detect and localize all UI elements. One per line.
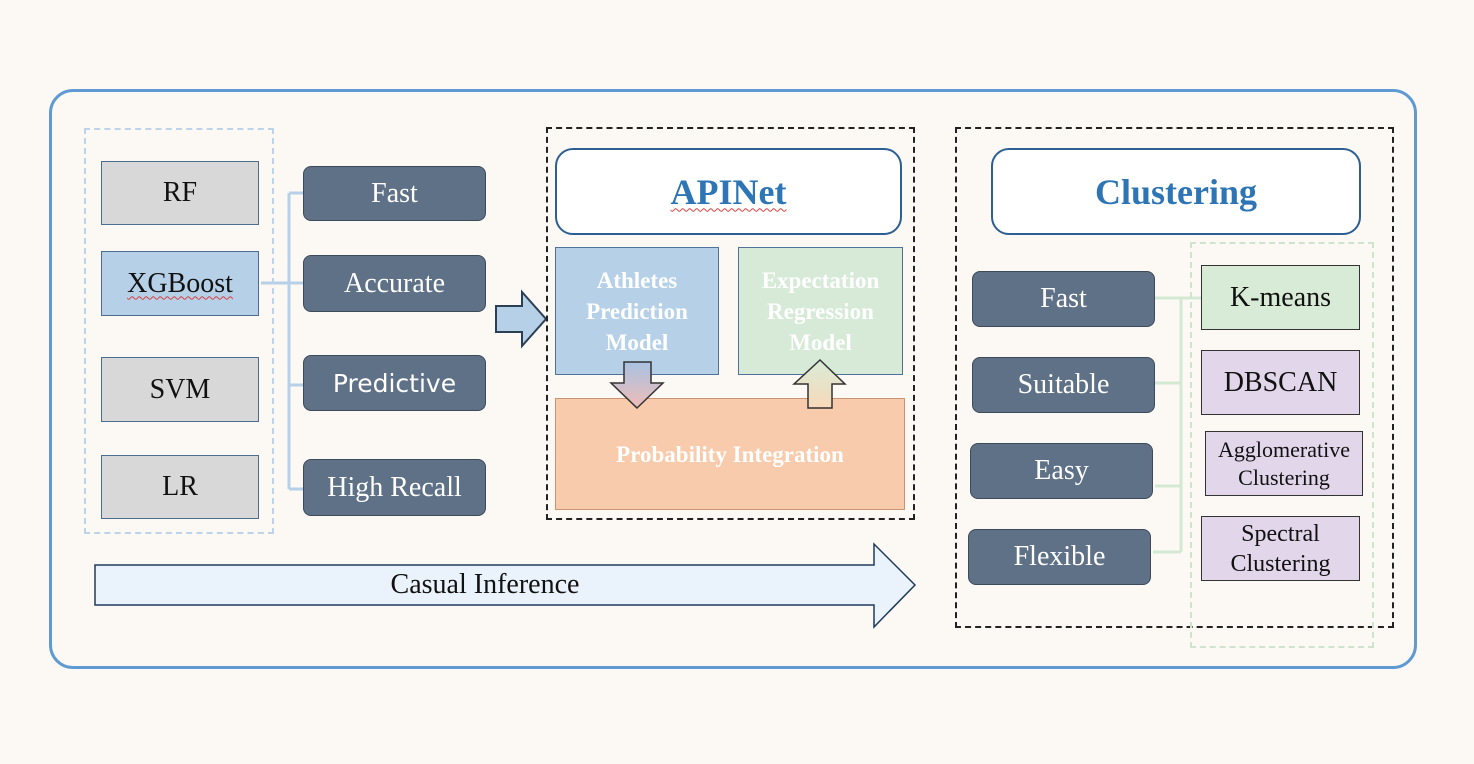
model-svm-label: SVM	[149, 373, 211, 405]
apinet-title: APINet	[670, 171, 787, 212]
expectation-regression-model-label: Expectation Regression Model	[761, 267, 880, 355]
algo-dbscan: DBSCAN	[1201, 350, 1360, 415]
clustering-property-easy-label: Easy	[1034, 455, 1089, 486]
clustering-property-suitable: Suitable	[972, 357, 1155, 413]
model-lr-label: LR	[162, 471, 198, 502]
algo-kmeans-label: K-means	[1229, 281, 1332, 313]
probability-integration-label: Probability Integration	[616, 441, 844, 467]
clustering-property-fast: Fast	[972, 271, 1155, 327]
property-high-recall: High Recall	[303, 459, 486, 516]
algo-agglomerative: Agglomerative Clustering	[1205, 431, 1363, 496]
models-group	[84, 128, 274, 534]
causal-inference-label: Casual Inference	[95, 565, 875, 605]
property-high-recall-label: High Recall	[327, 471, 462, 503]
algorithms-group	[1190, 242, 1374, 648]
property-fast-label: Fast	[371, 177, 418, 209]
model-property-connectors	[261, 191, 303, 491]
apinet-title-box: APINet	[555, 148, 902, 235]
clustering-section	[955, 127, 1394, 628]
probability-integration: Probability Integration	[555, 398, 905, 510]
algo-dbscan-label: DBSCAN	[1223, 366, 1338, 398]
clustering-connectors	[1153, 296, 1201, 554]
property-predictive: Predictive	[303, 355, 486, 411]
model-svm: SVM	[101, 357, 259, 422]
expectation-regression-model: Expectation Regression Model	[738, 247, 903, 375]
causal-inference-text: Casual Inference	[390, 569, 580, 600]
property-fast: Fast	[303, 166, 486, 221]
apinet-section	[546, 127, 915, 520]
algo-kmeans: K-means	[1201, 265, 1360, 330]
outer-frame	[49, 89, 1417, 669]
causal-inference-arrow	[94, 542, 917, 629]
model-rf-label: RF	[162, 177, 198, 208]
clustering-property-fast-label: Fast	[1040, 283, 1087, 314]
property-accurate: Accurate	[303, 255, 486, 312]
athletes-prediction-model-label: Athletes Prediction Model	[586, 267, 688, 355]
athletes-prediction-model: Athletes Prediction Model	[555, 247, 719, 375]
property-accurate-label: Accurate	[343, 267, 446, 299]
model-xgboost-label: XGBoost	[127, 267, 233, 299]
property-predictive-label: Predictive	[332, 368, 457, 398]
model-xgboost: XGBoost	[101, 251, 259, 316]
clustering-property-easy: Easy	[970, 443, 1153, 499]
model-lr: LR	[101, 455, 259, 519]
clustering-property-flexible: Flexible	[968, 529, 1151, 585]
clustering-title-box: Clustering	[991, 148, 1361, 235]
clustering-property-suitable-label: Suitable	[1017, 369, 1110, 400]
clustering-property-flexible-label: Flexible	[1013, 541, 1106, 572]
algo-agglomerative-label: Agglomerative Clustering	[1218, 436, 1350, 490]
algo-spectral: Spectral Clustering	[1201, 516, 1360, 581]
clustering-title: Clustering	[1095, 171, 1257, 212]
arrow-into-apinet	[495, 289, 548, 349]
algo-spectral-label: Spectral Clustering	[1230, 520, 1331, 577]
model-rf: RF	[101, 161, 259, 225]
